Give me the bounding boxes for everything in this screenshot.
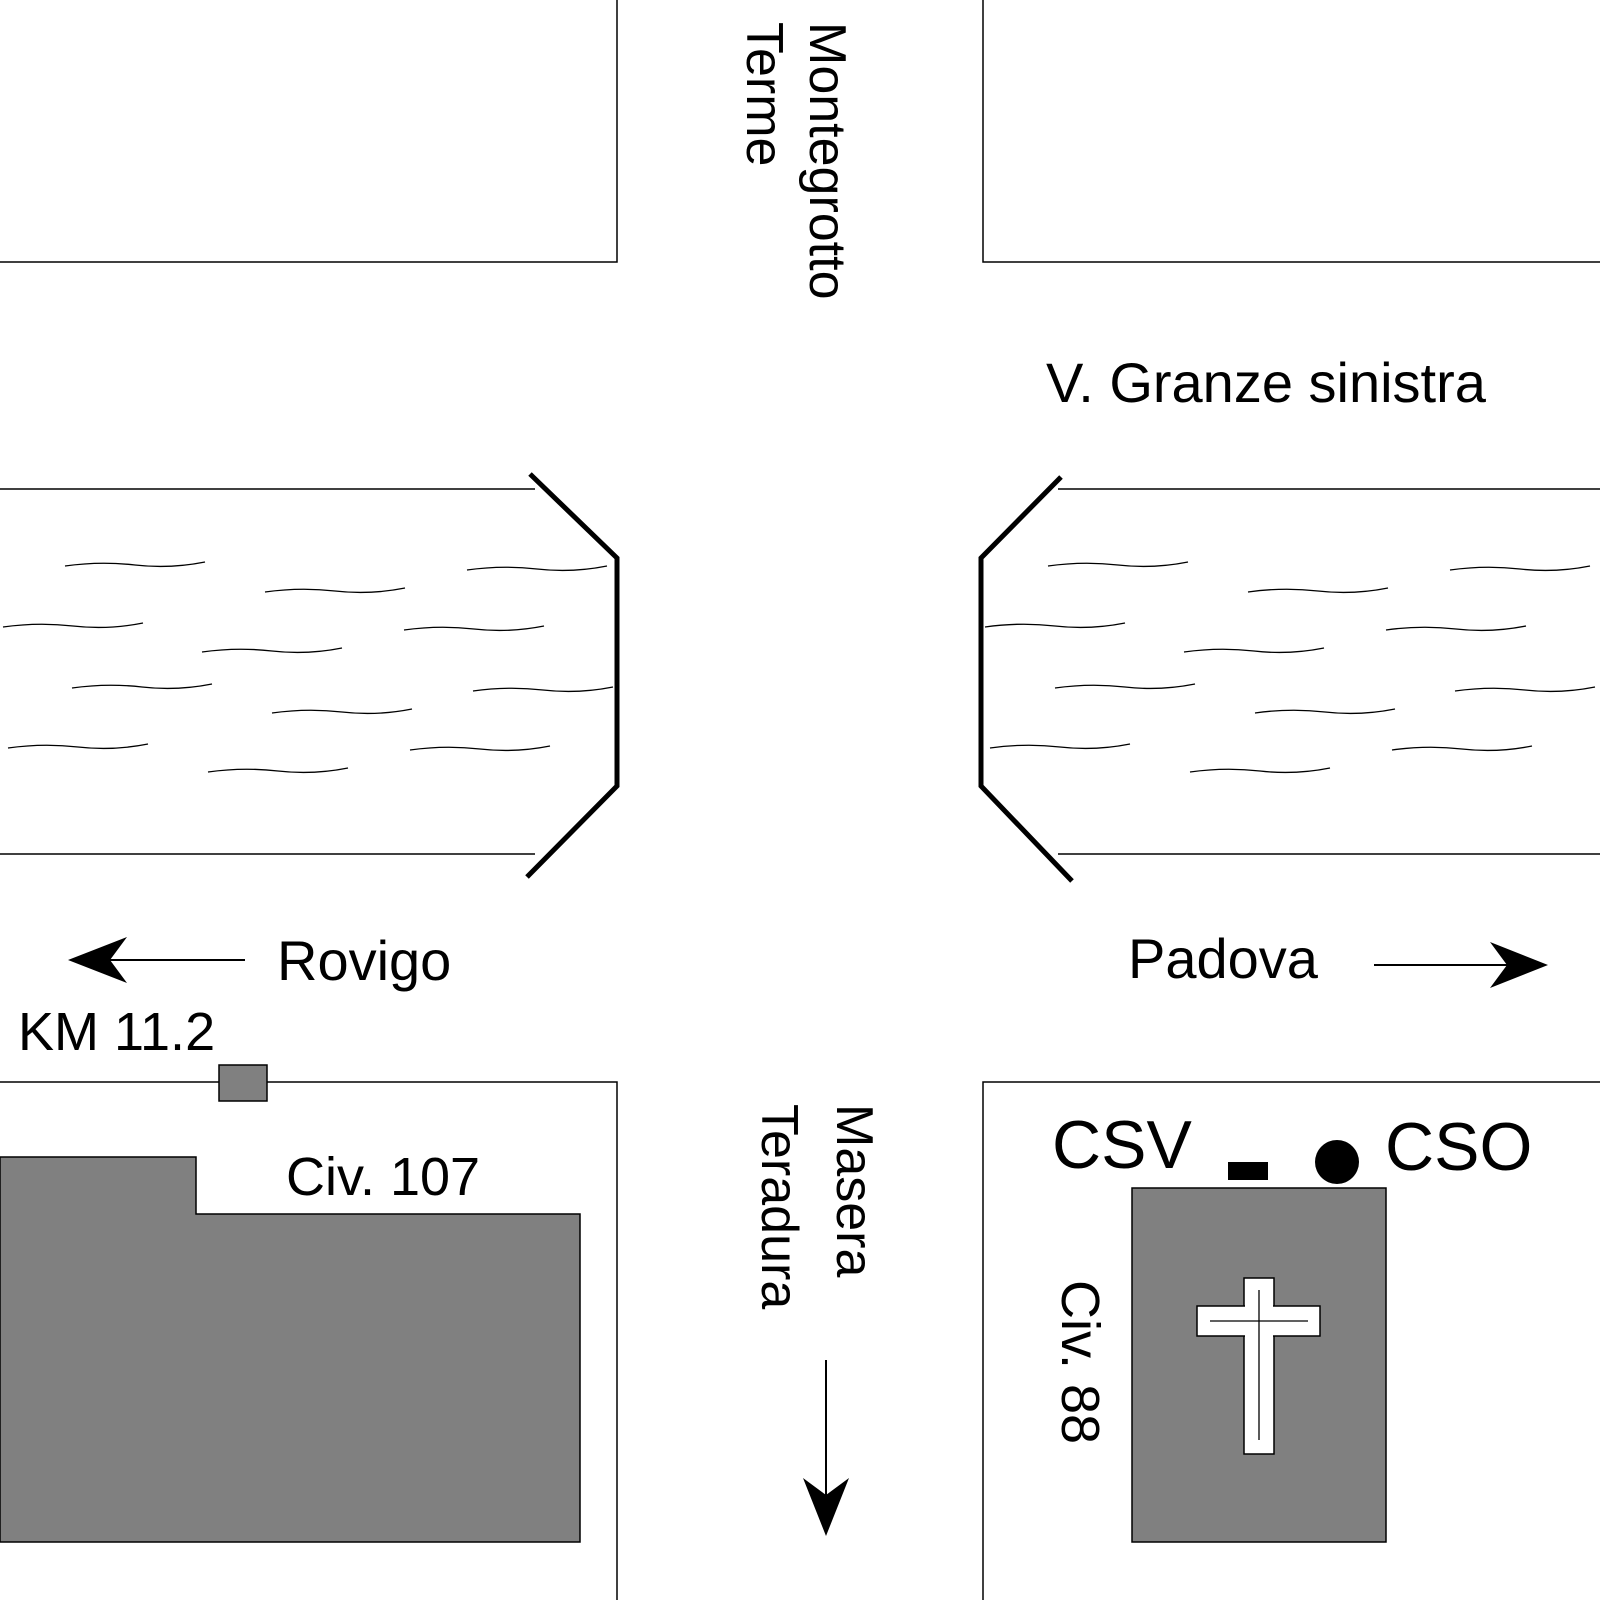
water-waves-east	[984, 561, 1596, 774]
rectangle-marker-icon	[1228, 1162, 1268, 1180]
south-road-label-line1: Masera	[825, 1104, 883, 1277]
block-southeast-edge	[982, 1081, 1600, 1600]
block-southwest-edge	[0, 1081, 618, 1600]
block-northeast-edge	[982, 0, 1600, 263]
canal-name-label: V. Granze sinistra	[1046, 351, 1487, 414]
cross-icon	[1196, 1277, 1321, 1455]
arrow-east-icon	[1374, 942, 1548, 988]
south-road-label-line2: Teradura	[750, 1104, 808, 1309]
canal	[0, 472, 1600, 883]
bridge-west-parapet	[525, 472, 620, 879]
building-civ-107	[0, 1156, 581, 1543]
bridge-east-parapet	[978, 475, 1074, 883]
csv-label: CSV	[1052, 1107, 1192, 1183]
arrow-south-icon	[803, 1360, 849, 1536]
cso-label: CSO	[1385, 1109, 1532, 1185]
dot-marker-icon	[1315, 1140, 1359, 1184]
water-waves-west	[2, 561, 614, 774]
arrow-west-icon	[68, 937, 245, 983]
north-road-label-line2: Terme	[735, 22, 793, 166]
north-road-label-line1: Montegrotto	[798, 22, 856, 300]
east-direction-label: Padova	[1128, 927, 1319, 990]
block-northwest-edge	[0, 0, 618, 263]
milestone-icon	[218, 1064, 268, 1102]
building-east-number: Civ. 88	[1050, 1280, 1110, 1444]
km-marker-label: KM 11.2	[18, 1002, 215, 1062]
west-direction-label: Rovigo	[277, 929, 451, 992]
building-west-number: Civ. 107	[286, 1147, 480, 1207]
